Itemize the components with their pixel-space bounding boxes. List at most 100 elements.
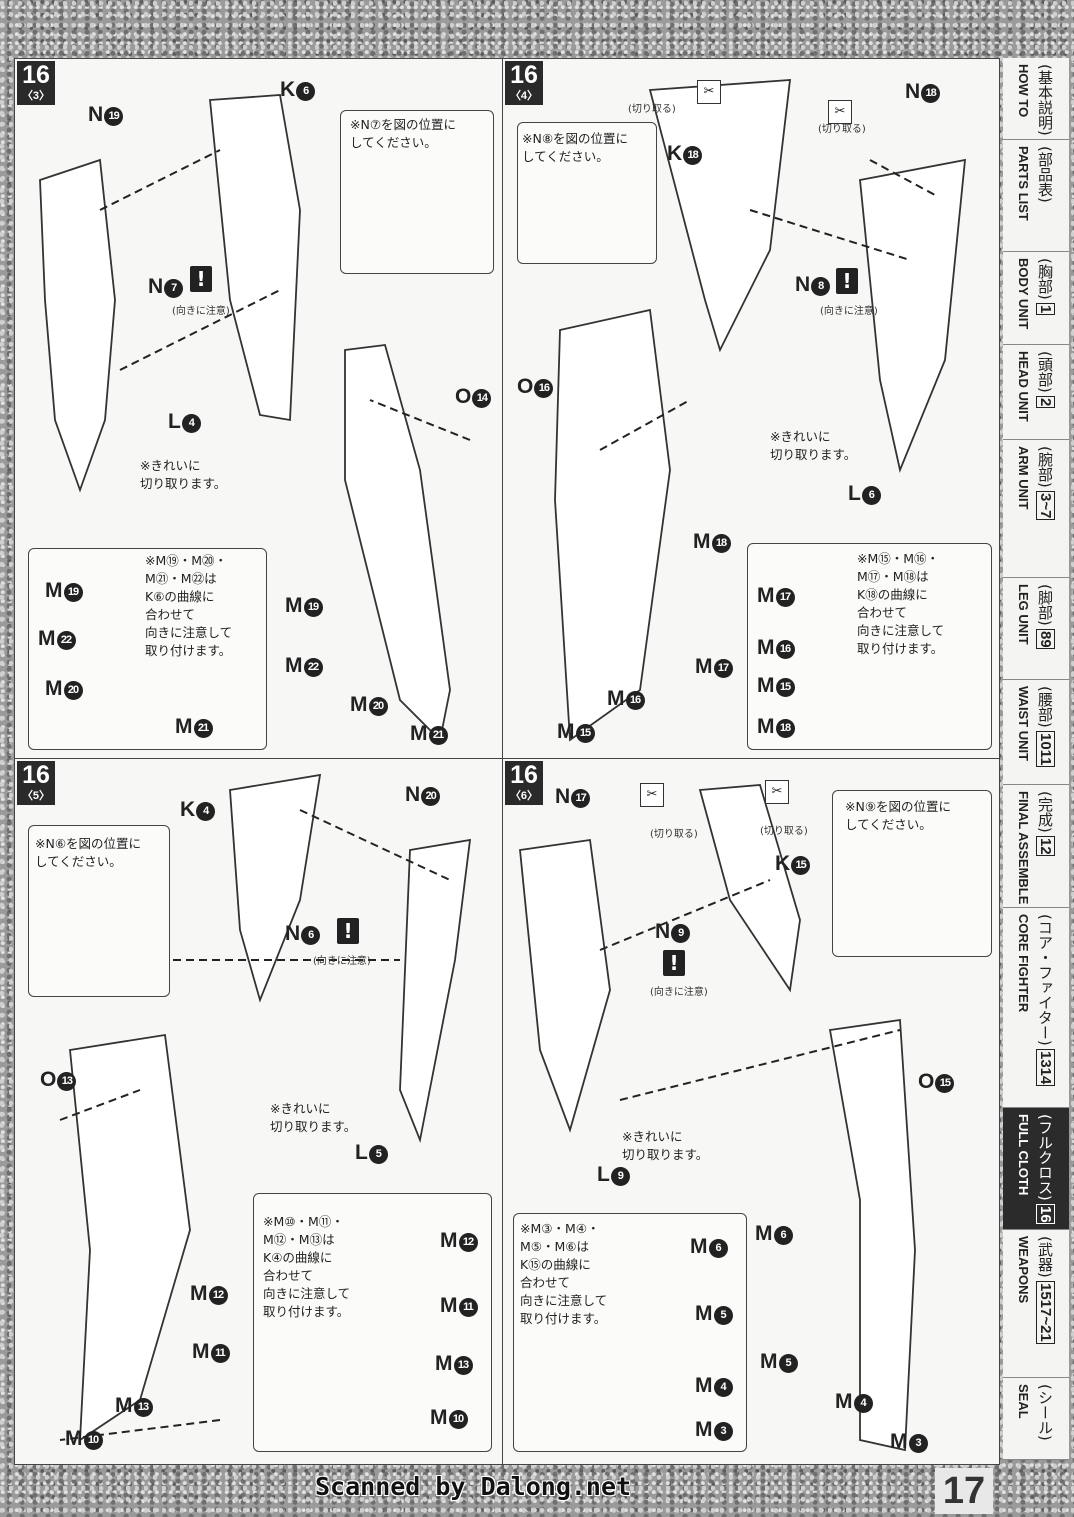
section-step-numbers: 2 bbox=[1036, 395, 1055, 409]
armor-part-outline bbox=[209, 94, 301, 422]
part-number: 21 bbox=[193, 719, 213, 738]
part-letter: M bbox=[757, 715, 775, 738]
part-letter: O bbox=[918, 1070, 935, 1093]
section-jp-text: (腕部) bbox=[1036, 446, 1054, 488]
part-number: 3 bbox=[908, 1434, 928, 1453]
part-letter: N bbox=[905, 80, 921, 103]
part-letter: L bbox=[848, 482, 861, 505]
part-number: 17 bbox=[775, 588, 795, 607]
part-number: 16 bbox=[534, 379, 554, 398]
part-number: 6 bbox=[708, 1239, 728, 1258]
section-en-label: SEAL bbox=[1016, 1384, 1031, 1419]
part-number: 3 bbox=[713, 1422, 733, 1441]
part-letter: M bbox=[440, 1229, 458, 1252]
section-step-numbers: 1517~21 bbox=[1036, 1280, 1055, 1344]
substep-number: 〈4〉 bbox=[509, 90, 539, 102]
part-letter: M bbox=[695, 1418, 713, 1441]
part-number: 6 bbox=[861, 486, 881, 505]
part-number: 11 bbox=[458, 1298, 478, 1317]
section-jp-label: (脚部)89 bbox=[1035, 584, 1056, 679]
part-number: 13 bbox=[133, 1398, 153, 1417]
caution-exclamation-icon: ! bbox=[663, 950, 685, 976]
dashed-assembly-arrow bbox=[599, 399, 691, 451]
section-en-label: FULL CLOTH bbox=[1016, 1114, 1031, 1196]
caution-exclamation-icon: ! bbox=[337, 918, 359, 944]
part-letter: M bbox=[695, 1302, 713, 1325]
part-letter: M bbox=[38, 627, 56, 650]
part-number: 15 bbox=[935, 1074, 955, 1093]
part-number: 11 bbox=[210, 1344, 230, 1363]
part-letter: N bbox=[405, 783, 421, 806]
part-letter: M bbox=[757, 674, 775, 697]
step-badge: 16〈3〉 bbox=[17, 61, 55, 105]
section-jp-text: (シール) bbox=[1036, 1384, 1054, 1441]
part-number: 12 bbox=[458, 1233, 478, 1252]
part-letter: K bbox=[667, 142, 683, 165]
part-number: 8 bbox=[811, 277, 831, 296]
nipper-cut-icon: ✂ bbox=[640, 783, 664, 807]
part-number: 4 bbox=[181, 414, 201, 433]
part-letter: O bbox=[40, 1068, 57, 1091]
step-number: 16 bbox=[510, 761, 538, 789]
part-number: 20 bbox=[63, 681, 83, 700]
section-jp-label: (頭部)2 bbox=[1035, 351, 1056, 439]
section-jp-label: (腰部)1011 bbox=[1035, 686, 1056, 784]
part-letter: M bbox=[757, 636, 775, 659]
part-number: 17 bbox=[713, 659, 733, 678]
section-jp-label: (シール) bbox=[1035, 1384, 1056, 1459]
position-callout-box bbox=[517, 122, 657, 264]
section-step-numbers: 1011 bbox=[1036, 730, 1055, 768]
caution-exclamation-icon: ! bbox=[836, 268, 858, 294]
section-en-label: WEAPONS bbox=[1016, 1236, 1031, 1304]
part-letter: N bbox=[555, 785, 571, 808]
position-callout-box bbox=[340, 110, 494, 274]
armor-part-outline bbox=[344, 344, 451, 742]
part-number: 20 bbox=[421, 787, 441, 806]
part-number: 4 bbox=[853, 1394, 873, 1413]
sidebar-section-seal[interactable]: (シール) SEAL bbox=[1003, 1378, 1069, 1460]
part-letter: N bbox=[795, 273, 811, 296]
position-note: ※N⑧を図の位置に してください。 bbox=[522, 131, 629, 164]
section-en-label: HOW TO bbox=[1016, 64, 1031, 118]
sidebar-section-parts-list[interactable]: (部品表)PARTS LIST bbox=[1003, 140, 1069, 252]
cut-label: (切り取る) bbox=[818, 124, 866, 135]
part-number: 13 bbox=[453, 1356, 473, 1375]
part-number: 7 bbox=[164, 279, 184, 298]
armor-part-outline bbox=[554, 308, 671, 742]
sidebar-section-how-to[interactable]: (基本説明)HOW TO bbox=[1003, 58, 1069, 140]
section-jp-label: (部品表) bbox=[1035, 146, 1056, 251]
sidebar-section-head-unit[interactable]: (頭部)2 HEAD UNIT bbox=[1003, 345, 1069, 440]
section-en-label: HEAD UNIT bbox=[1016, 351, 1031, 422]
step-badge: 16〈5〉 bbox=[17, 761, 55, 805]
part-letter: M bbox=[285, 654, 303, 677]
section-en-label: FINAL ASSEMBLE bbox=[1016, 791, 1031, 905]
section-jp-text: (完成) bbox=[1036, 791, 1054, 833]
part-letter: O bbox=[455, 385, 472, 408]
nipper-cut-icon: ✂ bbox=[828, 100, 852, 124]
